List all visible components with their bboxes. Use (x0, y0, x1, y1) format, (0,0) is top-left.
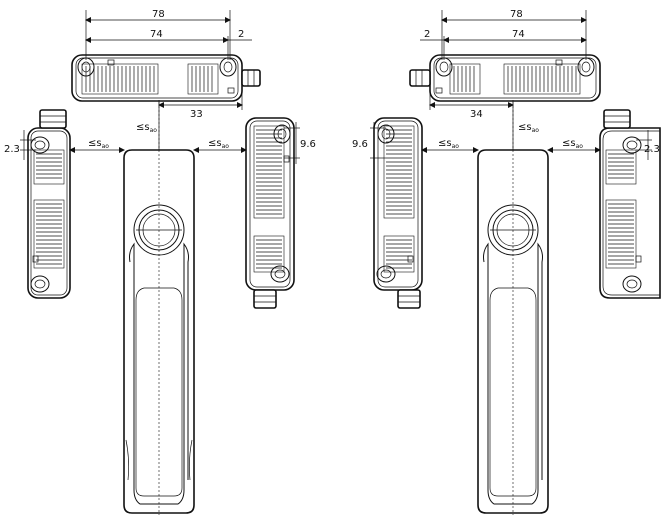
left-dim-side-right: 9.6 (300, 139, 316, 150)
left-gap-label-1: ≤sao (88, 138, 109, 150)
left-side-sensor-2 (245, 117, 295, 309)
left-dimensions (20, 10, 300, 164)
left-dim-inner-width: 74 (150, 29, 163, 40)
left-dimension-labels: 78 74 2 33 2.3 9.6 ≤sao ≤sao ≤sao (4, 9, 316, 155)
right-dimension-labels: 78 74 2 34 9.6 2.3 ≤sao ≤sao ≤sao (352, 9, 660, 155)
right-dim-edge-offset: 2 (424, 29, 430, 40)
left-gap-label-vertical: ≤sao (136, 122, 157, 134)
right-side-sensor-1 (373, 117, 423, 309)
left-dim-side-left: 2.3 (4, 144, 20, 155)
right-dim-center-offset: 34 (470, 109, 483, 120)
svg-text:≤sao: ≤sao (208, 138, 229, 150)
svg-text:≤sao: ≤sao (136, 122, 157, 134)
left-top-sensor (71, 54, 261, 102)
left-gap-label-2: ≤sao (208, 138, 229, 150)
right-side-sensor-2 (599, 109, 661, 299)
right-gap-label-vertical: ≤sao (518, 122, 539, 134)
svg-text:≤sao: ≤sao (438, 138, 459, 150)
right-dimensions (370, 10, 652, 164)
left-view: 78 74 2 33 2.3 9.6 ≤sao ≤sao ≤sao (4, 9, 316, 515)
left-handle (123, 90, 195, 515)
left-dim-overall-width: 78 (152, 9, 165, 20)
right-gap-label-1: ≤sao (438, 138, 459, 150)
right-dim-side-left: 9.6 (352, 139, 368, 150)
left-dim-edge-offset: 2 (238, 29, 244, 40)
left-top-grille-lines (85, 66, 213, 92)
right-dim-overall-width: 78 (510, 9, 523, 20)
svg-text:≤sao: ≤sao (88, 138, 109, 150)
right-view: 78 74 2 34 9.6 2.3 ≤sao ≤sao ≤sao (352, 9, 661, 515)
svg-text:≤sao: ≤sao (518, 122, 539, 134)
right-handle (477, 90, 549, 515)
left-side-sensor-1 (27, 109, 71, 299)
right-top-sensor (409, 54, 601, 102)
right-gap-label-2: ≤sao (562, 138, 583, 150)
left-dim-center-offset: 33 (190, 109, 203, 120)
right-dim-side-right: 2.3 (644, 144, 660, 155)
right-dim-inner-width: 74 (512, 29, 525, 40)
svg-text:≤sao: ≤sao (562, 138, 583, 150)
